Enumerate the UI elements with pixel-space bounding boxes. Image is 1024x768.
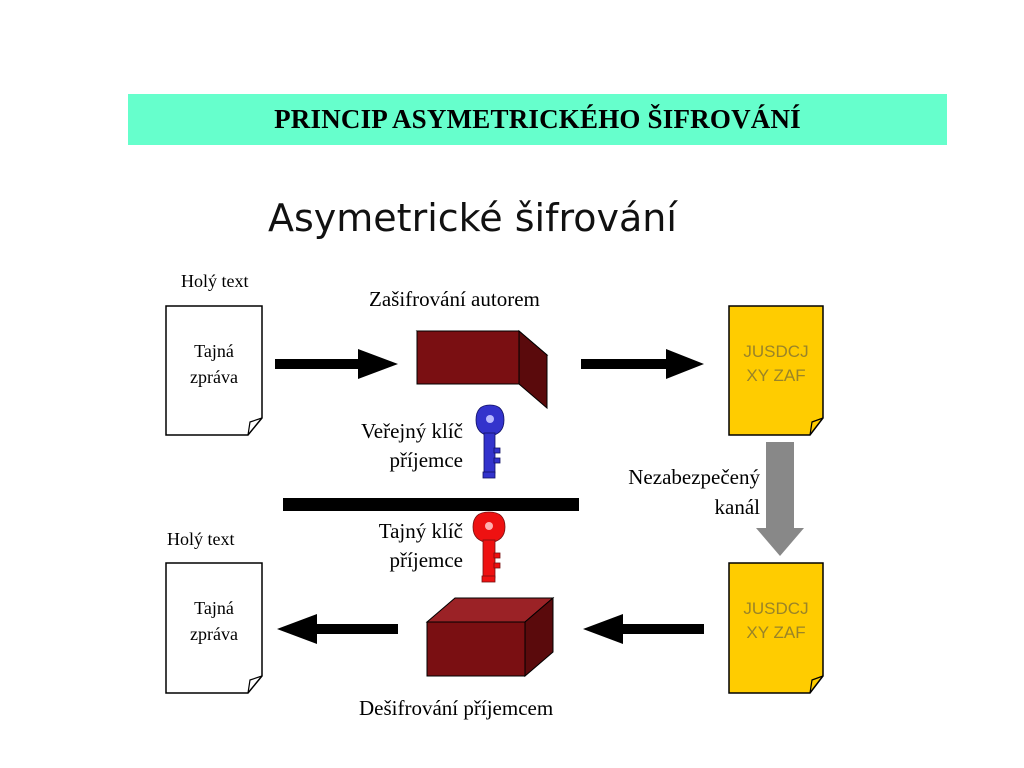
- title-banner: PRINCIP ASYMETRICKÉHO ŠIFROVÁNÍ: [128, 94, 947, 145]
- channel-label: Nezabezpečený kanál: [590, 462, 760, 522]
- document-line: zpráva: [190, 624, 238, 644]
- document-line: zpráva: [190, 367, 238, 387]
- insecure-channel-arrow: [756, 442, 804, 556]
- arrow-plaintext-to-encryption: [275, 349, 398, 379]
- arrow-encryption-to-ciphertext: [581, 349, 704, 379]
- channel-label-line2: kanál: [714, 495, 760, 519]
- plaintext-document-top: [165, 305, 263, 436]
- cipher-line: JUSDCJ: [743, 342, 809, 361]
- private-key-label-line2: příjemce: [389, 548, 463, 572]
- ciphertext-document-top-text: JUSDCJ XY ZAF: [729, 340, 823, 388]
- private-key-label: Tajný klíč příjemce: [328, 517, 463, 575]
- ciphertext-document-bottom: [728, 562, 824, 694]
- private-key-icon: [472, 511, 506, 583]
- arrow-ciphertext-to-decryption: [583, 614, 704, 644]
- document-line: Tajná: [194, 598, 234, 618]
- private-key-label-line1: Tajný klíč: [378, 519, 463, 543]
- cipher-line: XY ZAF: [746, 623, 806, 642]
- decryption-box: [425, 596, 555, 678]
- public-key-label-line1: Veřejný klíč: [360, 419, 463, 443]
- plaintext-document-bottom-text: Tajná zpráva: [166, 595, 262, 647]
- cipher-line: XY ZAF: [746, 366, 806, 385]
- plaintext-label-top: Holý text: [181, 271, 249, 291]
- decryption-label: Dešifrování příjemcem: [359, 696, 554, 720]
- page-title: PRINCIP ASYMETRICKÉHO ŠIFROVÁNÍ: [274, 104, 801, 134]
- diagram-title: Asymetrické šifrování: [268, 196, 677, 240]
- document-line: Tajná: [194, 341, 234, 361]
- arrow-decryption-to-plaintext: [277, 614, 398, 644]
- public-key-label-line2: příjemce: [389, 448, 463, 472]
- encryption-label: Zašifrování autorem: [369, 287, 540, 311]
- public-key-icon: [475, 404, 505, 479]
- plaintext-document-top-text: Tajná zpráva: [166, 338, 262, 390]
- plaintext-document-bottom: [165, 562, 263, 694]
- public-key-label: Veřejný klíč příjemce: [328, 417, 463, 475]
- channel-label-line1: Nezabezpečený: [628, 465, 760, 489]
- separator-bar: [283, 498, 579, 511]
- cipher-line: JUSDCJ: [743, 599, 809, 618]
- ciphertext-document-bottom-text: JUSDCJ XY ZAF: [729, 597, 823, 645]
- ciphertext-document-top: [728, 305, 824, 436]
- plaintext-label-bottom: Holý text: [167, 529, 235, 549]
- encryption-box: [415, 329, 549, 410]
